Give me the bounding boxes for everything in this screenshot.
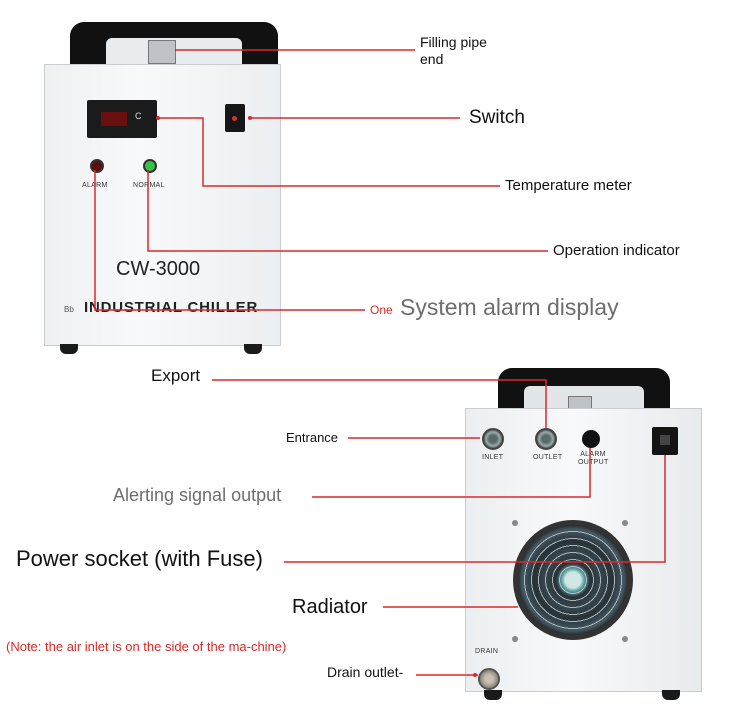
drain-plug [478,668,500,690]
meter-display [101,112,127,126]
normal-led [143,159,157,173]
power-switch [225,104,245,132]
drain-outlet-callout: Drain outlet- [327,664,404,680]
temperature-meter: C [87,100,157,138]
front-foot-left [60,344,78,354]
alerting-signal-callout: Alerting signal output [113,485,282,505]
inlet-port [482,428,504,450]
filling-pipe [148,40,176,64]
alarm-output-port [582,430,600,448]
filling-pipe-callout: Filling pipe end [420,34,487,67]
brand-prefix: Bb [64,305,74,314]
outlet-label: OUTLET [533,454,563,461]
alarm-label: ALARM [82,182,108,189]
fan-screw [512,636,518,642]
brand-name: INDUSTRIAL CHILLER [84,299,259,316]
air-inlet-note: (Note: the air inlet is on the side of t… [6,639,287,654]
operation-indicator-callout: Operation indicator [553,242,680,259]
outlet-port [535,428,557,450]
model-name: CW-3000 [116,258,201,280]
alarm-output-label: ALARM OUTPUT [578,451,609,466]
fan-screw [512,520,518,526]
export-callout: Export [151,366,201,385]
meter-unit-label: C [135,111,142,121]
switch-callout: Switch [469,107,525,128]
fan-screw [622,520,628,526]
fan-screw [622,636,628,642]
fan-grill [523,530,623,630]
power-socket [652,427,678,455]
rear-foot-right [662,690,680,700]
normal-label: NORMAL [133,182,165,189]
radiator-callout: Radiator [292,596,368,618]
entrance-callout: Entrance [286,430,339,445]
power-socket-callout: Power socket (with Fuse) [16,546,263,571]
inlet-label: INLET [482,454,504,461]
system-alarm-prefix: One [370,303,393,317]
front-foot-right [244,344,262,354]
system-alarm-callout: System alarm display [400,294,619,320]
temperature-meter-callout: Temperature meter [505,177,632,194]
drain-label: DRAIN [475,648,499,655]
rear-foot-left [484,690,502,700]
alarm-led [90,159,104,173]
